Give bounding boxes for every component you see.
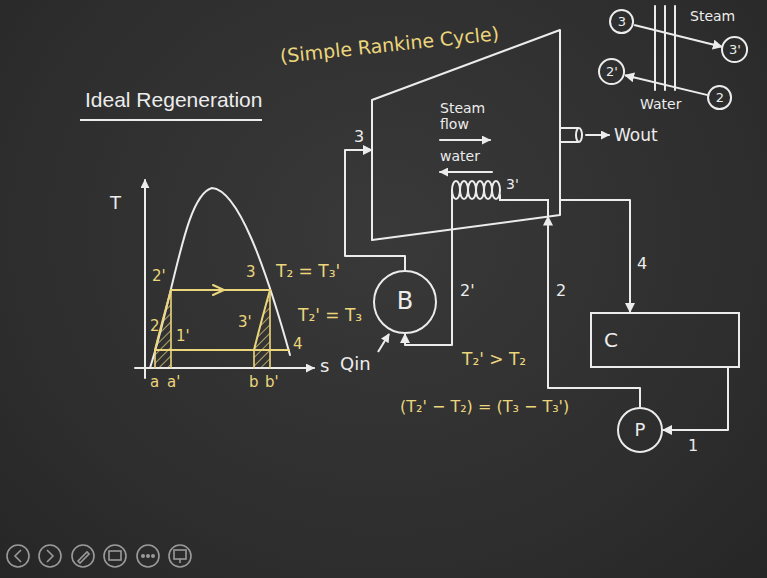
state-number: 2' xyxy=(460,282,475,300)
flow-connector xyxy=(405,229,452,345)
work-label: Wout xyxy=(614,126,658,146)
state-circle: 2' xyxy=(598,58,625,85)
area-limit: a xyxy=(150,374,159,391)
axis-label: T xyxy=(110,193,121,214)
node-text: 3 xyxy=(618,15,626,30)
heat-input-arrow xyxy=(378,334,389,352)
state-circle: 2 xyxy=(707,85,732,110)
subtitle: (Simple Rankine Cycle) xyxy=(279,23,500,68)
node-text: P xyxy=(635,420,646,441)
equation: T₂' > T₂ xyxy=(462,350,526,370)
heat-exchanger-sketch xyxy=(655,6,675,90)
stream-label: Steam xyxy=(690,8,735,24)
flow-connector xyxy=(663,368,728,430)
state-number: 3' xyxy=(506,176,519,192)
pump-circle: P xyxy=(617,407,663,453)
state-circle: 3 xyxy=(609,9,634,34)
turbine: Steam flow water xyxy=(372,30,560,240)
state-number: 3 xyxy=(354,128,364,146)
area-limit: b' xyxy=(265,374,279,391)
state-number: 2 xyxy=(556,282,566,300)
node-text: 3' xyxy=(729,43,741,58)
state-point: 2 xyxy=(150,318,160,335)
condenser-box: C xyxy=(590,312,740,368)
area-limit: b xyxy=(249,374,259,391)
state-point: 3' xyxy=(238,314,252,331)
node-text: 2' xyxy=(606,65,618,80)
node-text: Steam flow xyxy=(440,100,494,132)
equation: T₂' = T₃ xyxy=(298,306,362,326)
boiler-circle: B xyxy=(373,270,437,334)
title-underline xyxy=(80,119,262,121)
flow-connector xyxy=(345,150,405,270)
slide-toolbar xyxy=(7,545,191,567)
state-point: 2' xyxy=(152,268,166,285)
state-point: 1' xyxy=(176,328,190,345)
work-shaft xyxy=(560,128,609,142)
state-point: 3 xyxy=(246,264,256,281)
area-limit: a' xyxy=(167,374,180,391)
slide-title: Ideal Regeneration xyxy=(85,88,262,112)
state-circle: 3' xyxy=(721,36,748,63)
flow-connector xyxy=(625,75,708,95)
state-point: 4 xyxy=(293,336,303,353)
heat-label: Qin xyxy=(340,354,371,375)
node-text: water xyxy=(440,148,494,164)
state-number: 1 xyxy=(688,437,698,455)
node-text: B xyxy=(397,288,413,316)
state-number: 4 xyxy=(637,255,647,273)
node-text: 2 xyxy=(716,91,724,106)
turbine-internals xyxy=(440,140,548,229)
axis-label: s xyxy=(320,356,329,377)
node-text: C xyxy=(604,329,618,352)
flow-connector xyxy=(634,25,722,47)
flow-connector xyxy=(560,200,630,312)
stream-label: Water xyxy=(640,96,681,112)
equation: T₂ = T₃' xyxy=(276,262,340,282)
equation: (T₂' − T₂) = (T₃ − T₃') xyxy=(400,398,569,416)
